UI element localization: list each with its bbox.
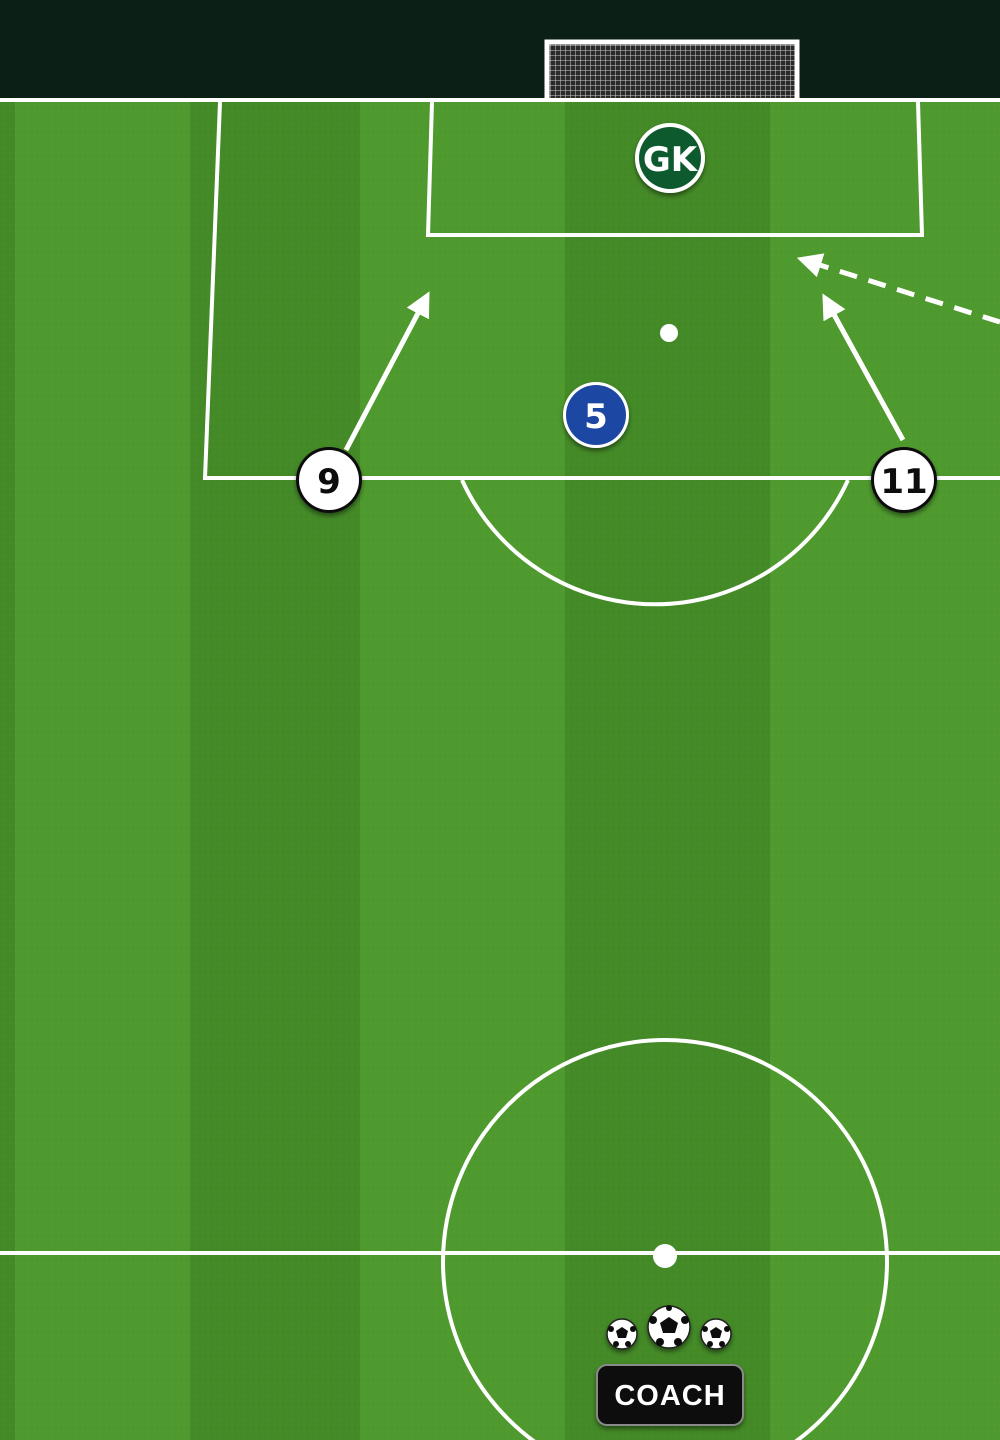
center-spot: [653, 1244, 677, 1268]
coach-badge[interactable]: COACH: [596, 1364, 744, 1426]
player-token-5-fill: [566, 385, 626, 445]
soccer-ball-icon: [606, 1318, 638, 1350]
soccer-ball-icon: [647, 1305, 691, 1349]
player-token-11[interactable]: 11: [871, 447, 937, 513]
run-arrow-11: [822, 293, 906, 442]
goal-area: [425, 101, 925, 237]
penalty-spot: [660, 324, 678, 342]
player-token-9[interactable]: 9: [296, 447, 362, 513]
coach-label: COACH: [614, 1380, 725, 1412]
movement-arrows: [343, 253, 1000, 452]
player-token-5[interactable]: 5: [563, 382, 629, 448]
player-token-9-fill: [299, 450, 359, 510]
soccer-ball-icon: [700, 1318, 732, 1350]
pitch-lines: [0, 98, 1000, 1440]
penalty-arc: [460, 479, 850, 607]
player-token-gk[interactable]: GK: [635, 123, 705, 193]
top-band: [0, 0, 1000, 100]
player-token-gk-label: GK: [643, 140, 699, 180]
center-circle: [441, 1038, 889, 1440]
soccer-balls[interactable]: [606, 1305, 732, 1350]
player-token-11-label: 11: [880, 462, 927, 502]
player-token-5-label: 5: [584, 397, 608, 437]
run-arrow-9: [343, 291, 430, 452]
player-token-gk-fill: [639, 127, 701, 189]
grass-stripes: [0, 100, 1000, 1440]
coach-badge-background: [596, 1364, 744, 1426]
goal: [544, 39, 800, 102]
player-token-11-fill: [874, 450, 934, 510]
player-token-9-label: 9: [317, 462, 341, 502]
penalty-box: [202, 101, 1000, 480]
pass-arrow-dashed: [796, 253, 1000, 325]
grass-texture: [0, 100, 1000, 1440]
